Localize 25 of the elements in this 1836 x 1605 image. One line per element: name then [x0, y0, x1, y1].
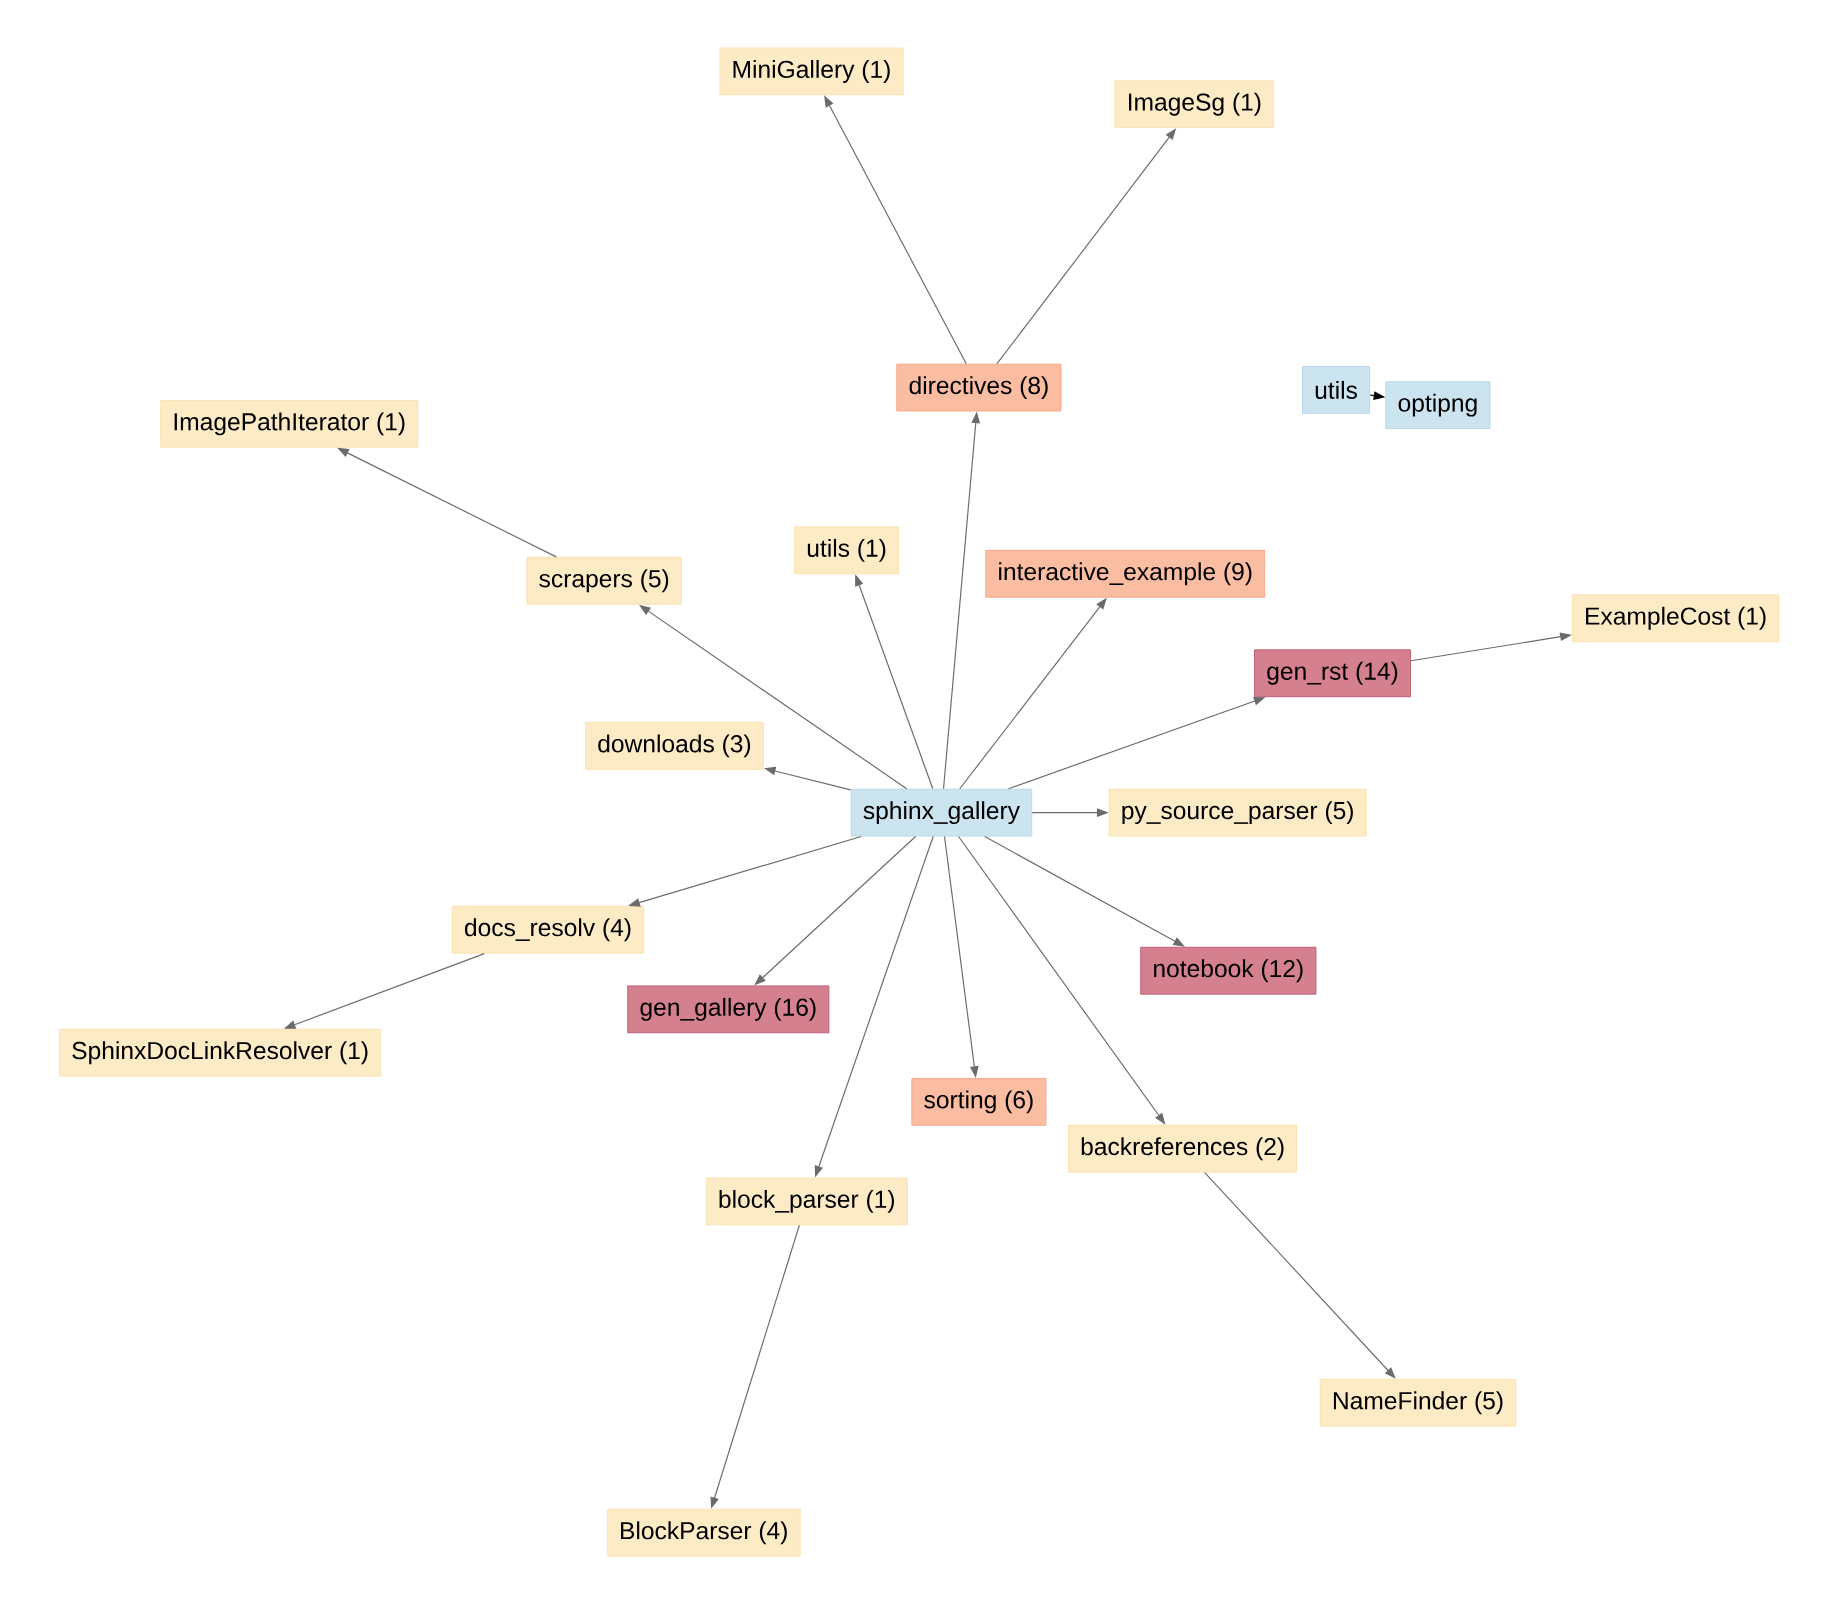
module-box: sorting (6) — [911, 1077, 1047, 1126]
module-box: block_parser (1) — [705, 1177, 908, 1226]
module-box: NameFinder (5) — [1319, 1378, 1517, 1427]
arrow — [1204, 1171, 1396, 1379]
arrow — [984, 835, 1185, 947]
module-box: MiniGallery (1) — [719, 47, 904, 96]
module-box: docs_resolv (4) — [451, 905, 645, 954]
module-box: scrapers (5) — [526, 556, 682, 605]
module-box: ImageSg (1) — [1114, 80, 1275, 128]
module-box: notebook (12) — [1140, 946, 1317, 995]
module-box: SphinxDocLinkResolver (1) — [59, 1028, 382, 1077]
module-box: BlockParser (4) — [606, 1508, 801, 1557]
module-box: downloads (3) — [585, 721, 764, 770]
module-box: utils — [1302, 365, 1371, 414]
module-box: backreferences (2) — [1067, 1124, 1298, 1173]
module-box: py_source_parser (5) — [1108, 788, 1367, 837]
module-box: interactive_example (9) — [985, 549, 1266, 598]
module-box: ImagePathIterator (1) — [160, 399, 419, 448]
module-box: optipng — [1385, 381, 1491, 429]
module-box: ExampleCost (1) — [1571, 594, 1780, 642]
module-box: gen_gallery (16) — [627, 985, 830, 1034]
module-box: gen_rst (14) — [1254, 649, 1411, 697]
module-box: utils (1) — [794, 526, 900, 575]
module-box: directives (8) — [896, 363, 1062, 412]
module-box: sphinx_gallery — [850, 788, 1033, 837]
